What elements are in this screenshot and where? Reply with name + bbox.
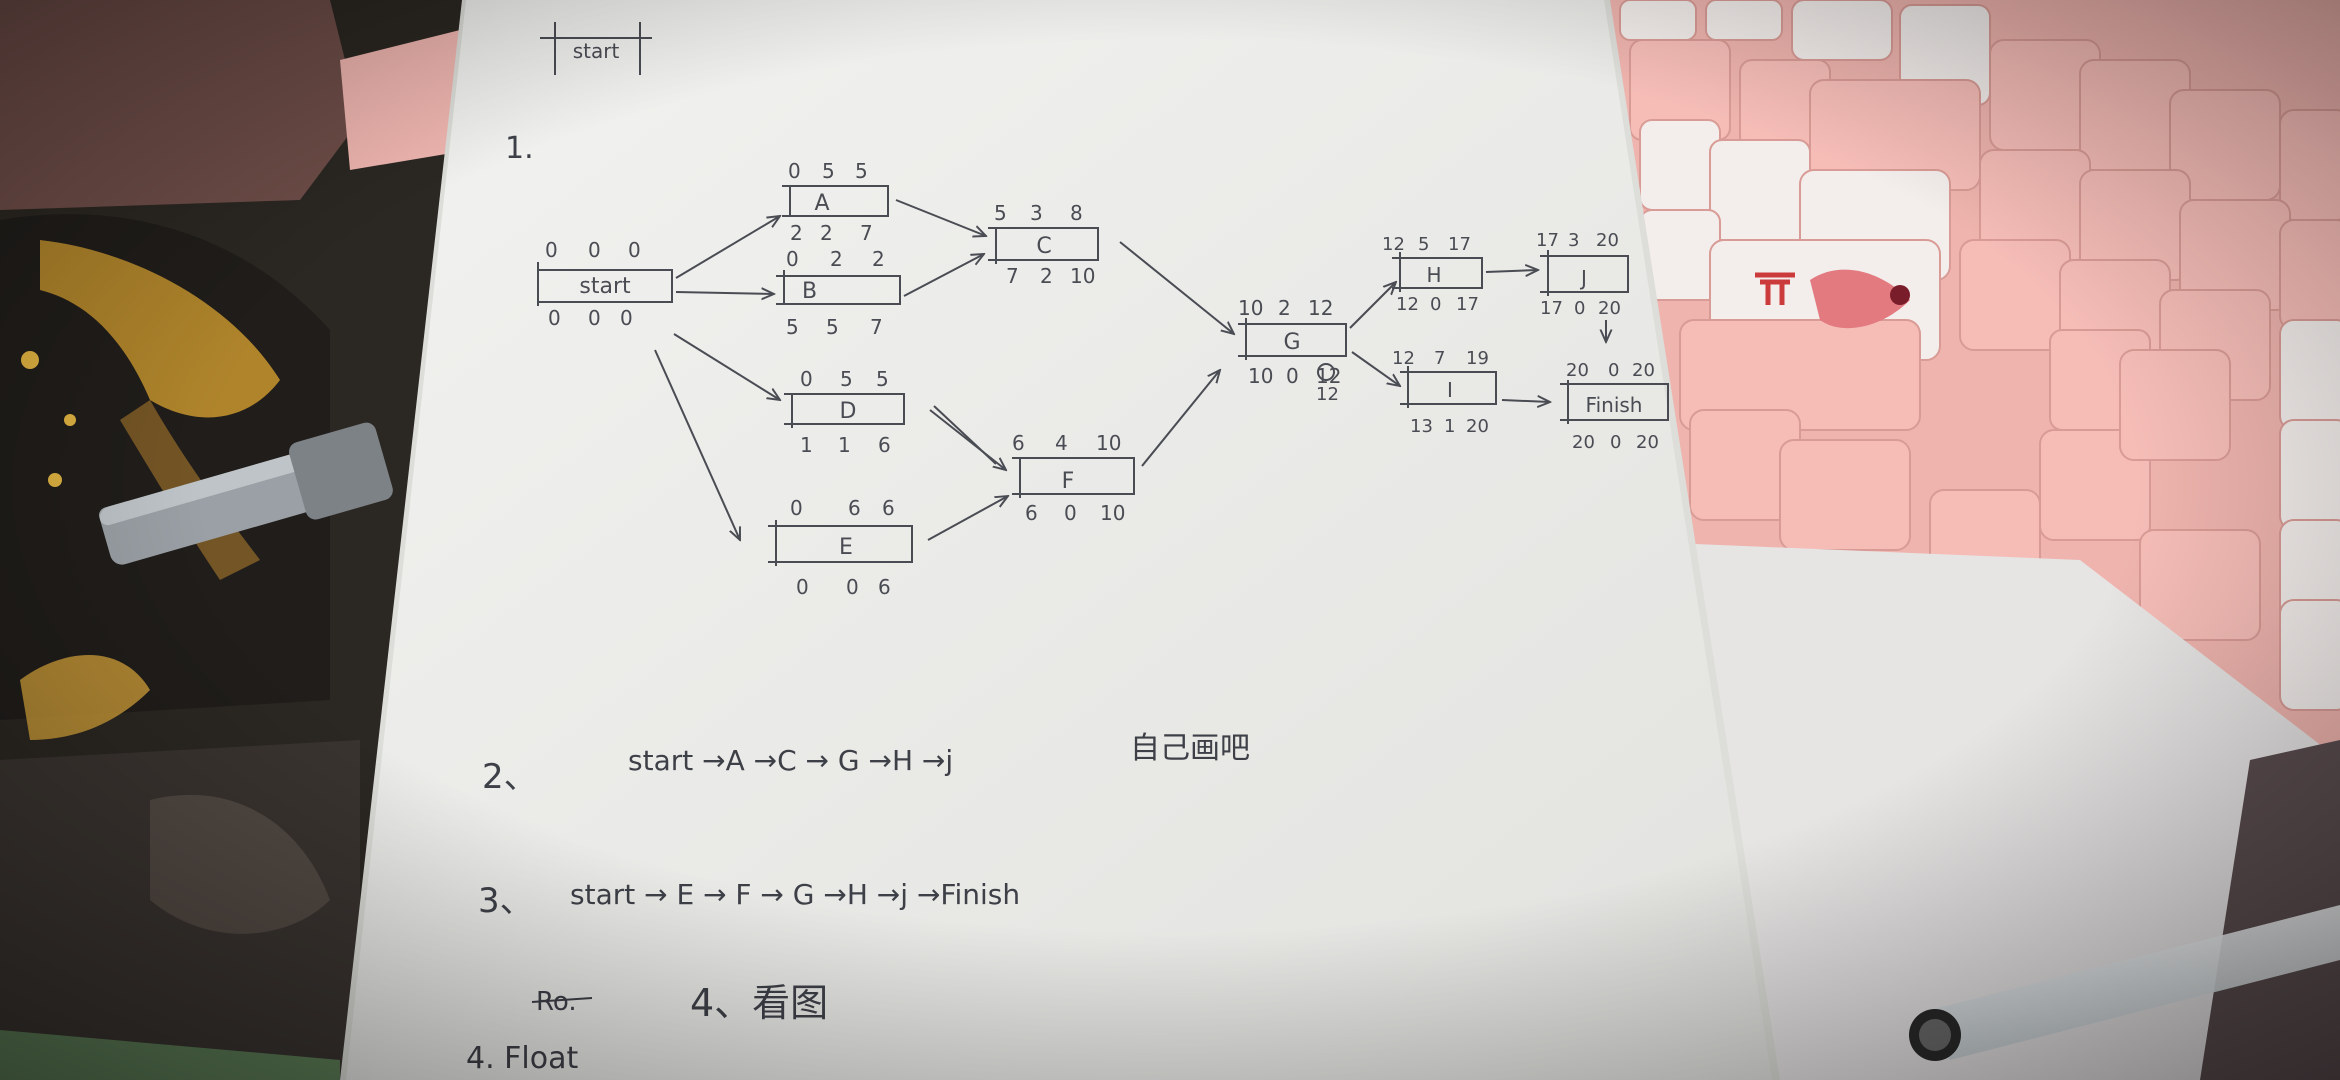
node-finish-name: Finish (1586, 393, 1643, 417)
node-start-top-dur: 0 (588, 238, 601, 262)
q3-number: 3、 (478, 881, 534, 921)
node-j-ef: 20 (1596, 230, 1619, 251)
node-finish-float: 0 (1610, 432, 1621, 453)
node-d-dur: 5 (840, 367, 853, 391)
node-b-dur: 2 (830, 247, 843, 271)
node-g-es: 10 (1238, 296, 1263, 320)
node-f-lf: 10 (1100, 501, 1125, 525)
node-a-float: 2 (820, 221, 833, 245)
node-e-lf: 6 (878, 575, 891, 599)
node-c-ef: 8 (1070, 201, 1083, 225)
node-e-dur: 6 (848, 496, 861, 520)
node-start-ls: 0 (548, 306, 561, 330)
node-g-float: 0 (1286, 364, 1299, 388)
node-i-ef: 19 (1466, 348, 1489, 369)
node-j-ls: 17 (1540, 298, 1563, 319)
node-start-top-ef: 0 (628, 238, 641, 262)
node-f-ef: 10 (1096, 431, 1121, 455)
node-a-lf: 7 (860, 221, 873, 245)
node-d-lf: 6 (878, 433, 891, 457)
q3-path: start → E → F → G →H →j →Finish (570, 878, 1020, 911)
node-j-lf: 20 (1598, 298, 1621, 319)
node-f-float: 0 (1064, 501, 1077, 525)
node-d-ef: 5 (876, 367, 889, 391)
node-i-es: 12 (1392, 348, 1415, 369)
float-label: 4. Float (466, 1041, 578, 1076)
node-b-float: 5 (826, 315, 839, 339)
node-j-name: J (1579, 266, 1587, 290)
node-a-es: 0 (788, 159, 801, 183)
node-c-dur: 3 (1030, 201, 1043, 225)
node-h-float: 0 (1430, 294, 1441, 315)
node-finish-ef: 20 (1632, 360, 1655, 381)
node-g-correction: 12 (1316, 384, 1339, 405)
paper-sheet (340, 0, 1780, 1080)
node-h-dur: 5 (1418, 234, 1429, 255)
node-j-float: 0 (1574, 298, 1585, 319)
node-c-ls: 7 (1006, 264, 1019, 288)
q4-label: 4、看图 (690, 981, 828, 1025)
node-h-ls: 12 (1396, 294, 1419, 315)
node-e-es: 0 (790, 496, 803, 520)
node-e-ef: 6 (882, 496, 895, 520)
node-f-ls: 6 (1025, 501, 1038, 525)
q2-remark: 自己画吧 (1130, 731, 1250, 766)
node-finish-lf: 20 (1636, 432, 1659, 453)
node-a-ef: 5 (855, 159, 868, 183)
node-c-float: 2 (1040, 264, 1053, 288)
q2-path: start →A →C → G →H →j (628, 744, 953, 777)
node-start-float: 0 (588, 306, 601, 330)
node-h-es: 12 (1382, 234, 1405, 255)
node-e-name: E (839, 535, 853, 560)
node-d-float: 1 (838, 433, 851, 457)
node-i-name: I (1447, 378, 1453, 402)
node-c-es: 5 (994, 201, 1007, 225)
node-c-name: C (1036, 234, 1051, 259)
node-i-dur: 7 (1434, 348, 1445, 369)
node-d-ls: 1 (800, 433, 813, 457)
node-d-name: D (840, 399, 857, 424)
node-g-dur: 2 (1278, 296, 1291, 320)
node-b-name: B (802, 279, 817, 304)
node-h-ef: 17 (1448, 234, 1471, 255)
node-h-name: H (1426, 263, 1441, 287)
node-i-ls: 13 (1410, 416, 1433, 437)
node-f-name: F (1062, 469, 1075, 494)
corner-label-text: start (573, 39, 620, 63)
node-i-lf: 20 (1466, 416, 1489, 437)
node-a-ls: 2 (790, 221, 803, 245)
node-j-es: 17 (1536, 230, 1559, 251)
node-a-dur: 5 (822, 159, 835, 183)
node-b-es: 0 (786, 247, 799, 271)
q2-number: 2、 (482, 757, 538, 797)
node-b-lf: 7 (870, 315, 883, 339)
node-d-es: 0 (800, 367, 813, 391)
node-i-float: 1 (1444, 416, 1455, 437)
node-f-es: 6 (1012, 431, 1025, 455)
node-h-lf: 17 (1456, 294, 1479, 315)
q1-number: 1. (505, 131, 534, 166)
node-finish-es: 20 (1566, 360, 1589, 381)
node-b-ef: 2 (872, 247, 885, 271)
node-g-ls: 10 (1248, 364, 1273, 388)
node-a-name: A (814, 191, 829, 216)
node-c-lf: 10 (1070, 264, 1095, 288)
node-finish-ls: 20 (1572, 432, 1595, 453)
node-start-top: 0 (545, 238, 558, 262)
node-finish-dur: 0 (1608, 360, 1619, 381)
node-start-lf: 0 (620, 306, 633, 330)
node-g-name: G (1283, 330, 1300, 355)
node-g-ef: 12 (1308, 296, 1333, 320)
node-start-name: start (579, 274, 631, 299)
node-f-dur: 4 (1055, 431, 1068, 455)
node-j-dur: 3 (1568, 230, 1579, 251)
node-e-ls: 0 (796, 575, 809, 599)
node-e-float: 0 (846, 575, 859, 599)
node-b-ls: 5 (786, 315, 799, 339)
